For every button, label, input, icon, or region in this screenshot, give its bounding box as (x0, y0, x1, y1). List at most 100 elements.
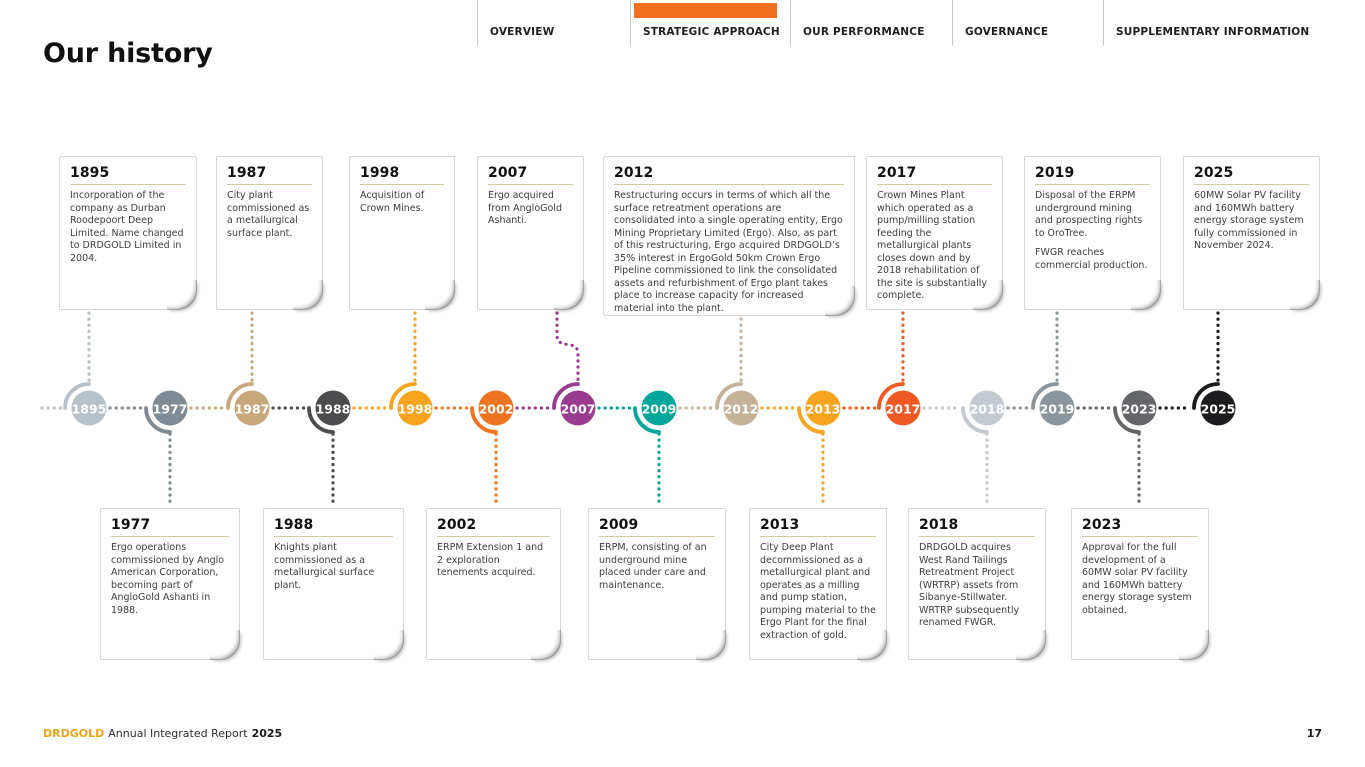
card-heading-rule (437, 536, 550, 537)
card-year: 2007 (488, 165, 528, 181)
timeline-node-year-1988: 1988 (316, 402, 351, 417)
arc-2025 (1192, 382, 1220, 410)
arc-2013 (797, 406, 825, 434)
card-body: Ergo operations commissioned by Anglo Am… (101, 537, 239, 623)
card-year: 2013 (760, 517, 800, 533)
timeline-node-year-2009: 2009 (642, 402, 677, 417)
card-text: Approval for the full development of a 6… (1082, 542, 1192, 616)
page-number: 17 (1306, 726, 1322, 740)
nav-tab-supplementary-information[interactable]: SUPPLEMENTARY INFORMATION (1103, 0, 1365, 46)
footer-brand: DRDGOLD (43, 726, 105, 740)
timeline-node-year-2013: 2013 (806, 402, 841, 417)
card-heading-rule (1082, 536, 1198, 537)
arc-1895 (63, 382, 91, 410)
card-year: 2009 (599, 517, 639, 533)
arc-1988 (307, 406, 335, 434)
card-year: 1895 (70, 165, 110, 181)
nav-tab-label: STRATEGIC APPROACH (643, 26, 780, 38)
active-tab-indicator (634, 3, 777, 18)
card-body: ERPM, consisting of an underground mine … (589, 537, 725, 598)
timeline-node-year-2018: 2018 (970, 402, 1005, 417)
timeline-node-1988 (315, 390, 351, 426)
arc-2002 (470, 406, 498, 434)
arc-1987 (226, 382, 254, 410)
timeline-node-year-2002: 2002 (479, 402, 514, 417)
card-text: Incorporation of the company as Durban R… (70, 190, 184, 264)
card-heading-rule (488, 184, 573, 185)
card-year: 2017 (877, 165, 917, 181)
timeline-node-year-1895: 1895 (72, 402, 107, 417)
card-year: 2018 (919, 517, 959, 533)
timeline-node-2009 (641, 390, 677, 426)
footer-report-title: Annual Integrated Report (108, 726, 248, 740)
card-heading-rule (1194, 184, 1309, 185)
card-text: DRDGOLD acquires West Rand Tailings Retr… (919, 542, 1020, 629)
timeline-node-2012 (723, 390, 759, 426)
timeline-node-2002 (478, 390, 514, 426)
timeline-node-year-2007: 2007 (561, 402, 596, 417)
timeline-node-1987 (234, 390, 270, 426)
card-heading-rule (360, 184, 444, 185)
card-year: 2012 (614, 165, 654, 181)
card-heading-rule (1035, 184, 1150, 185)
arc-1977 (144, 406, 172, 434)
card-text: Ergo acquired from AngloGold Ashanti. (488, 190, 562, 227)
nav-tab-label: OVERVIEW (490, 26, 555, 38)
card-year: 1987 (227, 165, 267, 181)
card-text: ERPM, consisting of an underground mine … (599, 542, 707, 591)
card-heading-rule (614, 184, 844, 185)
nav-tab-governance[interactable]: GOVERNANCE (952, 0, 1103, 46)
nav-tab-label: OUR PERFORMANCE (803, 26, 925, 38)
card-body: Crown Mines Plant which operated as a pu… (867, 185, 1002, 309)
card-body: DRDGOLD acquires West Rand Tailings Retr… (909, 537, 1045, 636)
card-year: 2019 (1035, 165, 1075, 181)
timeline-node-2007 (560, 390, 596, 426)
arc-2012 (715, 382, 743, 410)
nav-tab-overview[interactable]: OVERVIEW (477, 0, 630, 46)
card-text: ERPM Extension 1 and 2 exploration tenem… (437, 542, 544, 579)
card-year: 1977 (111, 517, 151, 533)
timeline-node-1977 (152, 390, 188, 426)
card-body: City plant commissioned as a metallurgic… (217, 185, 322, 246)
card-heading-rule (111, 536, 229, 537)
card-body: City Deep Plant decommissioned as a meta… (750, 537, 886, 648)
timeline-node-year-1998: 1998 (398, 402, 433, 417)
card-heading-rule (274, 536, 393, 537)
nav-tab-strategic-approach[interactable]: STRATEGIC APPROACH (630, 0, 790, 46)
card-body: Disposal of the ERPM underground mining … (1025, 185, 1160, 278)
arc-2007 (552, 382, 580, 410)
timeline-node-2018 (969, 390, 1005, 426)
card-heading-rule (877, 184, 992, 185)
arc-2017 (877, 382, 905, 410)
card-year: 2023 (1082, 517, 1122, 533)
card-body: ERPM Extension 1 and 2 exploration tenem… (427, 537, 560, 586)
page-title: Our history (43, 38, 213, 69)
card-text: City plant commissioned as a metallurgic… (227, 190, 310, 239)
timeline-node-1998 (397, 390, 433, 426)
footer-report-year: 2025 (251, 726, 283, 740)
card-text: Disposal of the ERPM underground mining … (1035, 190, 1143, 239)
card-text: Crown Mines Plant which operated as a pu… (877, 190, 988, 302)
card-text: City Deep Plant decommissioned as a meta… (760, 542, 876, 641)
nav-tab-our-performance[interactable]: OUR PERFORMANCE (790, 0, 952, 46)
timeline-node-year-1987: 1987 (235, 402, 270, 417)
card-body: 60MW Solar PV facility and 160MWh batter… (1184, 185, 1319, 259)
card-year: 2025 (1194, 165, 1234, 181)
timeline-node-2025 (1200, 390, 1236, 426)
milestone-card-2025: 2025 60MW Solar PV facility and 160MWh ba… (1183, 156, 1320, 310)
card-year: 1998 (360, 165, 400, 181)
card-body: Knights plant commissioned as a metallur… (264, 537, 403, 598)
